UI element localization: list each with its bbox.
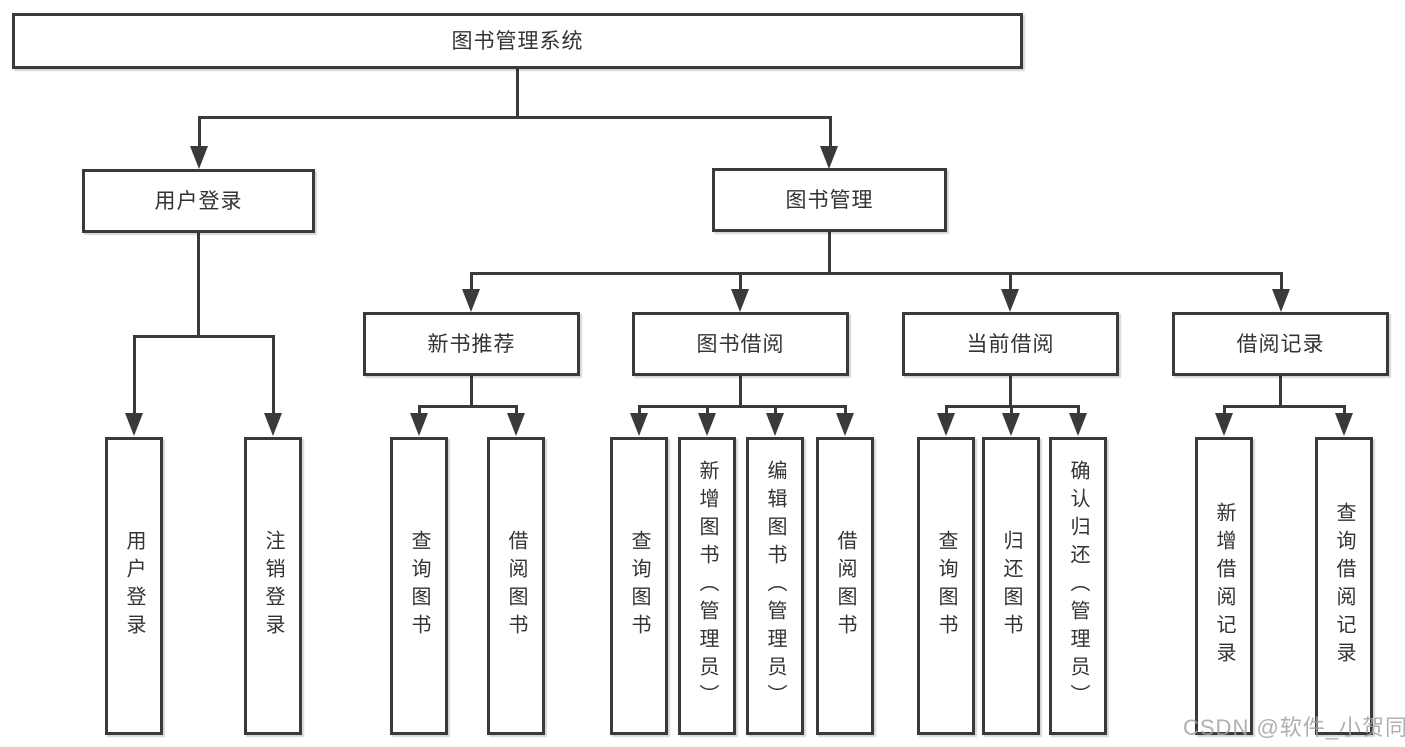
connector-to-current-borrow [1009,272,1012,292]
arrowhead-to-book-mgmt [820,146,838,169]
connector-to-book-borrow [739,272,742,292]
watermark-text: CSDN @软件_小贺同学 [1183,715,1405,740]
arrowhead-to-leaf-logout [264,413,282,436]
node-root: 图书管理系统 [12,13,1023,69]
node-user-login-label: 用户登录 [154,189,243,213]
connector-book-borrow-stem [739,374,742,408]
connector-new-book-rail [418,405,518,408]
connector-user-login-rail [133,335,275,338]
arrowhead-to-cb-return [1002,413,1020,436]
arrowhead-to-br-add [1215,413,1233,436]
leaf-nb-borrow-books-label: 借阅图书 [505,530,527,642]
connector-to-bb-query [638,405,641,417]
arrowhead-to-new-book [462,289,480,312]
node-user-login: 用户登录 [82,169,315,233]
connector-to-cb-return [1010,405,1013,417]
connector-to-book-mgmt [829,116,832,150]
leaf-cb-return-books-label: 归还图书 [1000,530,1022,642]
connector-to-leaf-logout [272,335,275,415]
arrowhead-to-bb-borrow [836,413,854,436]
leaf-nb-borrow-books: 借阅图书 [487,437,545,735]
leaf-cb-confirm-return-admin: 确认归还（管理员） [1049,437,1107,735]
connector-book-mgmt-stem [828,231,831,275]
arrowhead-to-nb-borrow [507,413,525,436]
node-current-borrow: 当前借阅 [902,312,1119,376]
connector-to-bb-edit [774,405,777,417]
leaf-bb-borrow-books-label: 借阅图书 [834,530,856,642]
connector-new-book-stem [470,374,473,408]
node-borrow-records-label: 借阅记录 [1236,332,1325,356]
leaf-cb-confirm-return-admin-label: 确认归还（管理员） [1067,460,1089,712]
arrowhead-to-leaf-user-login [125,413,143,436]
leaf-user-login-label: 用户登录 [123,530,145,642]
arrowhead-to-cb-query [937,413,955,436]
leaf-logout-label: 注销登录 [262,530,284,642]
connector-to-cb-confirm [1077,405,1080,417]
connector-book-borrow-rail [638,405,847,408]
arrowhead-to-bb-add [698,413,716,436]
leaf-cb-query-books: 查询图书 [917,437,975,735]
leaf-bb-add-book-admin: 新增图书（管理员） [678,437,736,735]
arrowhead-to-nb-query [410,413,428,436]
connector-root-stem [516,68,519,118]
connector-to-br-add [1223,405,1226,417]
node-root-label: 图书管理系统 [451,29,584,53]
leaf-br-query-record: 查询借阅记录 [1315,437,1373,735]
arrowhead-to-bb-query [630,413,648,436]
arrowhead-to-book-borrow [731,289,749,312]
connector-to-cb-query [945,405,948,417]
connector-to-borrow-records [1280,272,1283,292]
arrowhead-to-borrow-records [1272,289,1290,312]
connector-book-mgmt-rail [470,272,1282,275]
node-book-borrow: 图书借阅 [632,312,849,376]
arrowhead-to-cb-confirm [1069,413,1087,436]
connector-to-bb-add [706,405,709,417]
leaf-br-query-record-label: 查询借阅记录 [1333,502,1355,670]
connector-to-user-login [198,116,201,150]
leaf-bb-edit-book-admin-label: 编辑图书（管理员） [764,460,786,712]
connector-borrow-records-stem [1279,374,1282,408]
connector-to-nb-query [418,405,421,417]
connector-to-nb-borrow [515,405,518,417]
connector-to-new-book [470,272,473,292]
leaf-bb-borrow-books: 借阅图书 [816,437,874,735]
arrowhead-to-br-query [1335,413,1353,436]
arrowhead-to-current-borrow [1001,289,1019,312]
node-new-book-recommend-label: 新书推荐 [427,332,516,356]
connector-current-borrow-stem [1009,374,1012,408]
connector-user-login-stem [197,231,200,337]
leaf-nb-query-books-label: 查询图书 [408,530,430,642]
leaf-nb-query-books: 查询图书 [390,437,448,735]
connector-root-rail [198,116,832,119]
connector-borrow-records-rail [1223,405,1346,408]
node-new-book-recommend: 新书推荐 [363,312,580,376]
leaf-br-add-record: 新增借阅记录 [1195,437,1253,735]
leaf-bb-add-book-admin-label: 新增图书（管理员） [696,460,718,712]
connector-to-leaf-user-login [133,335,136,415]
leaf-br-add-record-label: 新增借阅记录 [1213,502,1235,670]
arrowhead-to-bb-edit [766,413,784,436]
leaf-cb-return-books: 归还图书 [982,437,1040,735]
connector-to-bb-borrow [844,405,847,417]
connector-to-br-query [1343,405,1346,417]
node-book-borrow-label: 图书借阅 [696,332,785,356]
leaf-logout: 注销登录 [244,437,302,735]
node-current-borrow-label: 当前借阅 [966,332,1055,356]
node-book-management-label: 图书管理 [785,188,874,212]
leaf-cb-query-books-label: 查询图书 [935,530,957,642]
leaf-bb-query-books-label: 查询图书 [628,530,650,642]
leaf-user-login: 用户登录 [105,437,163,735]
arrowhead-to-user-login [190,146,208,169]
leaf-bb-edit-book-admin: 编辑图书（管理员） [746,437,804,735]
leaf-bb-query-books: 查询图书 [610,437,668,735]
node-book-management: 图书管理 [712,168,947,232]
node-borrow-records: 借阅记录 [1172,312,1389,376]
